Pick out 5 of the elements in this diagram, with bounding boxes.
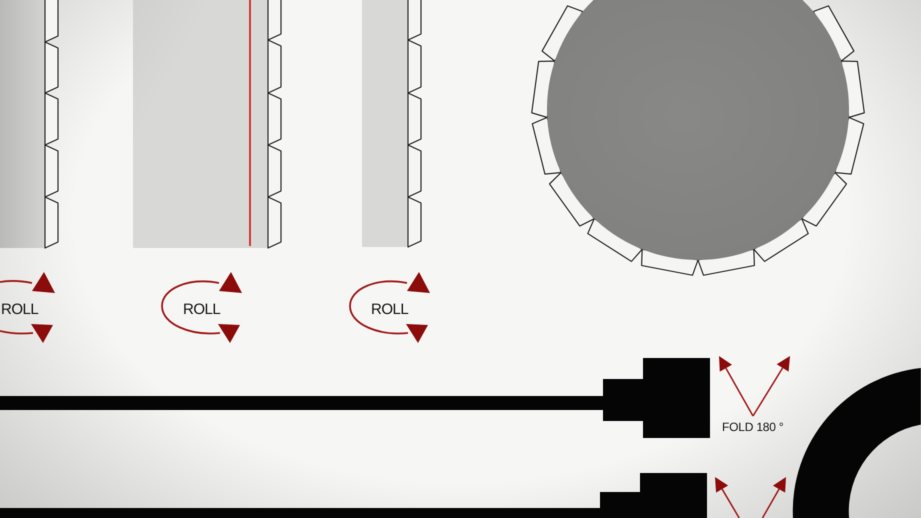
ring bbox=[793, 368, 921, 518]
roll-label: ROLL bbox=[371, 302, 408, 316]
fold-label: FOLD 180 ° bbox=[722, 421, 784, 433]
roll-label: ROLL bbox=[1, 302, 38, 316]
roll-label: ROLL bbox=[183, 302, 220, 316]
